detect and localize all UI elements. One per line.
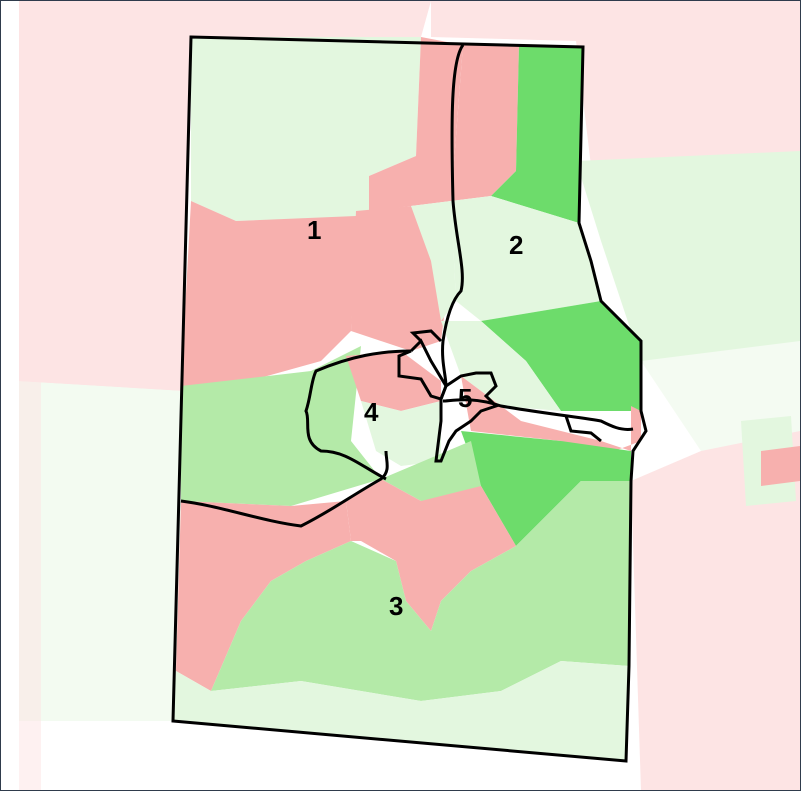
district-boundaries — [180, 44, 634, 528]
district-label-2: 2 — [509, 230, 523, 260]
district-label-5: 5 — [458, 383, 472, 413]
district-label-4: 4 — [364, 397, 379, 427]
county-precincts — [173, 37, 641, 761]
district-label-1: 1 — [307, 215, 321, 245]
district-labels: 1 2 3 4 5 — [307, 215, 523, 621]
district-label-3: 3 — [389, 591, 403, 621]
county-boundary — [171, 35, 648, 763]
